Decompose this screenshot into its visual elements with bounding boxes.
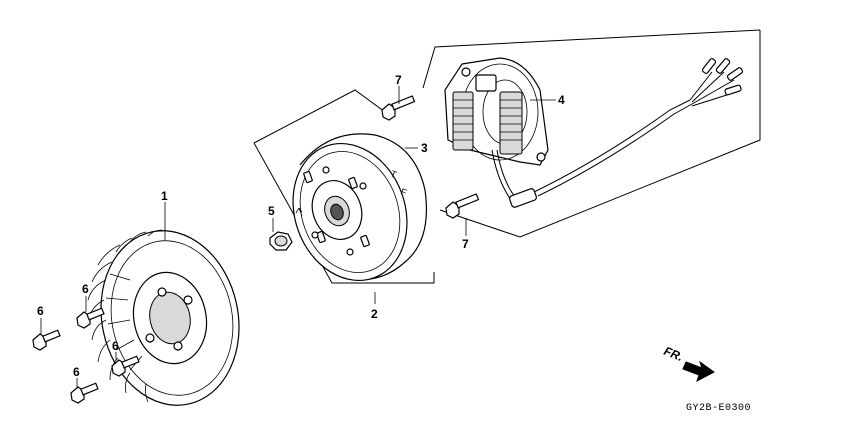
direction-label: FR. xyxy=(662,344,685,364)
callout-6: 6 xyxy=(112,339,119,353)
diagram-code: GY2B-E0300 xyxy=(686,403,751,414)
callout-7: 7 xyxy=(395,73,402,87)
callout-6: 6 xyxy=(82,282,89,296)
timing-mark-f: F xyxy=(399,186,408,197)
timing-mark-t: T xyxy=(389,168,398,179)
assembly-bracket xyxy=(253,29,761,284)
callout-6: 6 xyxy=(73,365,80,379)
coil-windings xyxy=(453,99,522,141)
callout-3: 3 xyxy=(421,141,428,155)
fan-bolt[interactable] xyxy=(76,307,105,329)
fan-bolt[interactable] xyxy=(111,355,140,377)
stator-coil[interactable] xyxy=(444,57,744,208)
fan-bolt[interactable] xyxy=(70,382,99,404)
callout-4: 4 xyxy=(558,93,565,107)
wire-harness xyxy=(491,58,744,208)
callout-2: 2 xyxy=(371,307,378,321)
callout-7: 7 xyxy=(462,237,469,251)
fan-bolt[interactable] xyxy=(32,329,61,351)
front-direction-indicator: FR. xyxy=(662,344,715,383)
callout-1: 1 xyxy=(161,189,168,203)
flywheel[interactable]: T F xyxy=(274,127,428,296)
stator-bolt[interactable] xyxy=(445,193,480,219)
stator-bolt[interactable] xyxy=(381,95,416,121)
callout-5: 5 xyxy=(268,204,275,218)
flywheel-nut[interactable] xyxy=(269,231,293,251)
fan-blades xyxy=(87,229,163,403)
rotation-arrow-icon xyxy=(295,207,303,217)
callout-6: 6 xyxy=(37,304,44,318)
flywheel-slots xyxy=(303,166,370,256)
direction-arrow-icon xyxy=(682,360,715,383)
cooling-fan[interactable] xyxy=(85,218,255,418)
leader-lines xyxy=(40,86,556,387)
